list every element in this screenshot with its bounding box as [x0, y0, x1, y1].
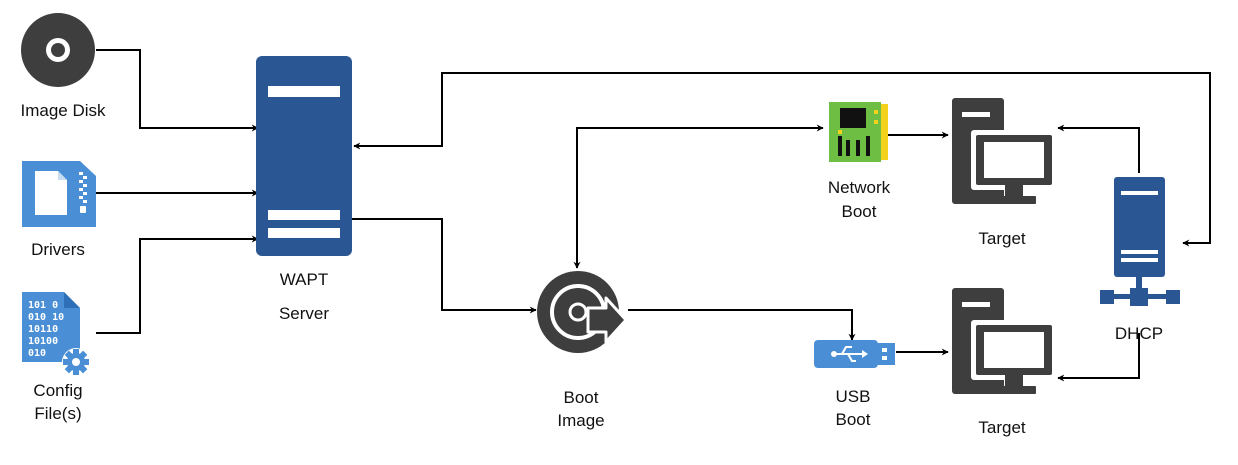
boot-image-disk-icon	[537, 271, 628, 353]
edge-boot-image-network-boot	[573, 124, 824, 269]
network-card-icon	[829, 102, 888, 162]
binary-config-file-icon: 101 0 010 10 10110 10100 010	[22, 292, 90, 376]
usb-boot-label-line1: USB	[835, 387, 871, 406]
computer-icon	[952, 98, 1057, 204]
boot-image-label-line2: Image	[557, 411, 605, 430]
image-disk-label: Image Disk	[20, 101, 106, 120]
edge-dhcp-to-target-top	[1057, 124, 1140, 173]
binary-rows: 101 0 010 10 10110 10100 010	[28, 300, 64, 359]
svg-text:010 10: 010 10	[28, 312, 64, 323]
edge-server-to-boot-image	[352, 218, 537, 314]
svg-text:010: 010	[28, 348, 46, 359]
network-boot-label-line2: Boot	[841, 202, 877, 221]
server-icon	[256, 56, 352, 256]
usb-boot-label-line2: Boot	[835, 410, 871, 429]
config-files-label-line2: File(s)	[34, 404, 82, 423]
svg-text:10100: 10100	[28, 336, 58, 347]
edge-config-to-server	[96, 235, 259, 334]
computer-icon	[952, 288, 1057, 394]
boot-image-label-line1: Boot	[563, 388, 599, 407]
target-top-label: Target	[978, 229, 1026, 248]
wapt-server-label-line1: WAPT	[279, 270, 329, 289]
edge-server-dhcp	[353, 72, 1211, 247]
edge-dhcp-to-target-bottom	[1057, 333, 1140, 382]
target-bottom-label: Target	[978, 418, 1026, 437]
edge-image-disk-to-server	[96, 49, 259, 132]
network-boot-label-line1: Network	[827, 178, 891, 197]
svg-text:10110: 10110	[28, 324, 58, 335]
svg-text:101 0: 101 0	[28, 300, 58, 311]
network-server-icon	[1100, 177, 1180, 306]
gear-icon	[62, 348, 90, 376]
zip-file-icon	[22, 161, 96, 227]
drivers-label: Drivers	[31, 240, 85, 259]
config-files-label-line1: Config	[33, 381, 83, 400]
dhcp-label: DHCP	[1114, 324, 1164, 343]
optical-disk-icon	[21, 13, 95, 87]
edge-boot-image-to-usb	[628, 309, 856, 341]
wapt-server-label-line2: Server	[278, 304, 330, 323]
connectors	[96, 49, 1211, 382]
usb-drive-icon	[814, 340, 895, 368]
